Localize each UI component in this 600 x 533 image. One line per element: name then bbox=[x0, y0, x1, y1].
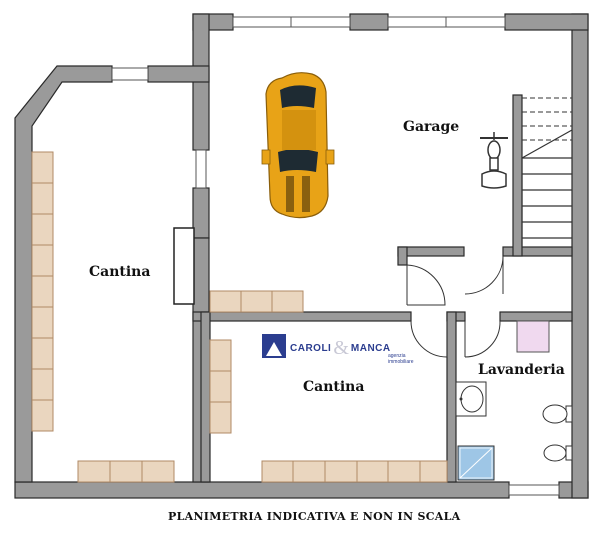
agency-logo: CAROLI & MANCA agenzia immobiliare bbox=[290, 334, 414, 366]
logo-ampersand: & bbox=[333, 336, 349, 359]
wall-niche bbox=[173, 227, 195, 305]
cabinet-icon bbox=[516, 320, 550, 353]
room-label-lavanderia: Lavanderia bbox=[478, 362, 565, 378]
car-icon bbox=[261, 72, 335, 219]
bidet-icon bbox=[543, 444, 573, 462]
lavanderia-fixtures bbox=[455, 320, 573, 481]
shower-tray-icon bbox=[457, 445, 495, 481]
plan-caption: PLANIMETRIA INDICATIVA E NON IN SCALA bbox=[168, 510, 461, 523]
motorbike-icon bbox=[480, 132, 508, 189]
interior-walls bbox=[192, 94, 573, 483]
logo-name-right: MANCA bbox=[350, 342, 391, 354]
shelving-left-cantina bbox=[31, 151, 175, 483]
shelving-center-cantina bbox=[209, 339, 448, 483]
staircase bbox=[521, 97, 573, 247]
room-label-cantina-left: Cantina bbox=[89, 264, 151, 280]
shelving-garage bbox=[209, 290, 304, 313]
windows bbox=[111, 16, 560, 496]
doors bbox=[406, 255, 504, 358]
logo-mark bbox=[262, 334, 286, 358]
logo-tagline: agenzia immobiliare bbox=[388, 353, 414, 365]
toilet-icon bbox=[542, 404, 573, 424]
sink-icon bbox=[455, 381, 487, 417]
room-label-cantina-center: Cantina bbox=[303, 379, 365, 395]
room-label-garage: Garage bbox=[403, 119, 460, 135]
logo-name-left: CAROLI bbox=[290, 342, 332, 354]
